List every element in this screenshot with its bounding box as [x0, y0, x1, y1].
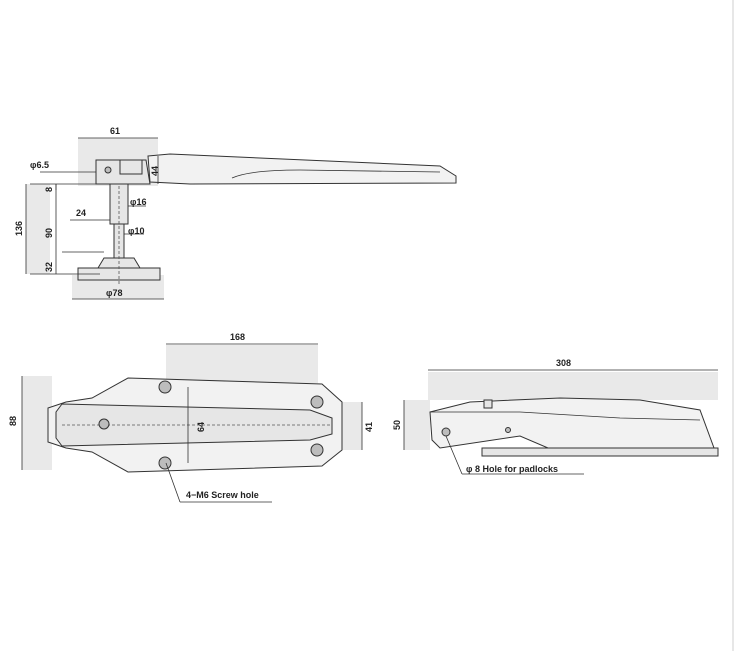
dim-90-label: 90 [44, 228, 54, 238]
screw-hole-3 [310, 395, 324, 409]
dim-64-label: 64 [196, 422, 206, 432]
dim-phi6-5-label: φ6.5 [30, 160, 49, 170]
latch-body-front [429, 397, 715, 449]
front-view: 308 50 φ 8 Hole for padlocks [392, 358, 719, 475]
dim-308-band [428, 372, 718, 400]
center-hole [98, 418, 110, 430]
dim-24-label: 24 [76, 208, 86, 218]
dim-168-band [166, 345, 318, 383]
screw-hole-2 [158, 456, 172, 470]
release-knob [483, 399, 493, 409]
screw-hole-1 [158, 380, 172, 394]
dim-phi10-label: φ10 [128, 226, 144, 236]
dim-phi16-label: φ16 [130, 197, 146, 207]
screw-leader-diag [165, 462, 181, 503]
dim-8-label: 8 [44, 187, 54, 192]
latch-pin [104, 166, 112, 174]
padlock-hole [441, 427, 451, 437]
dim-41-label: 41 [364, 422, 374, 432]
dim-50-label: 50 [392, 420, 402, 430]
dim-88-label: 88 [8, 416, 18, 426]
screw-hole-4 [310, 443, 324, 457]
top-view: 168 88 64 41 4−M6 Screw hole [8, 332, 374, 503]
dim-50-band [404, 400, 430, 450]
small-pin [505, 427, 511, 433]
dim-136-label: 136 [14, 221, 24, 236]
padlock-leader-diag [445, 435, 463, 475]
dim-308-label: 308 [556, 358, 571, 368]
dim-61-label: 61 [110, 126, 120, 136]
dim-88-band [22, 376, 52, 470]
dim-44-label: 44 [150, 166, 160, 176]
dim-phi78-label: φ78 [106, 288, 122, 298]
latch-body-front-contour [430, 411, 701, 421]
dim-168-label: 168 [230, 332, 245, 342]
padlock-hole-note: φ 8 Hole for padlocks [466, 464, 558, 474]
lever-arm [147, 153, 457, 185]
latch-block [119, 159, 143, 175]
screw-hole-note: 4−M6 Screw hole [186, 490, 259, 500]
side-view: 61 φ6.5 44 8 136 90 24 φ16 φ10 32 φ78 [14, 126, 457, 300]
lever-arm-contour [231, 169, 441, 179]
dim-136-band [26, 184, 50, 274]
dim-32-label: 32 [44, 262, 54, 272]
base-plate-front [481, 447, 719, 457]
